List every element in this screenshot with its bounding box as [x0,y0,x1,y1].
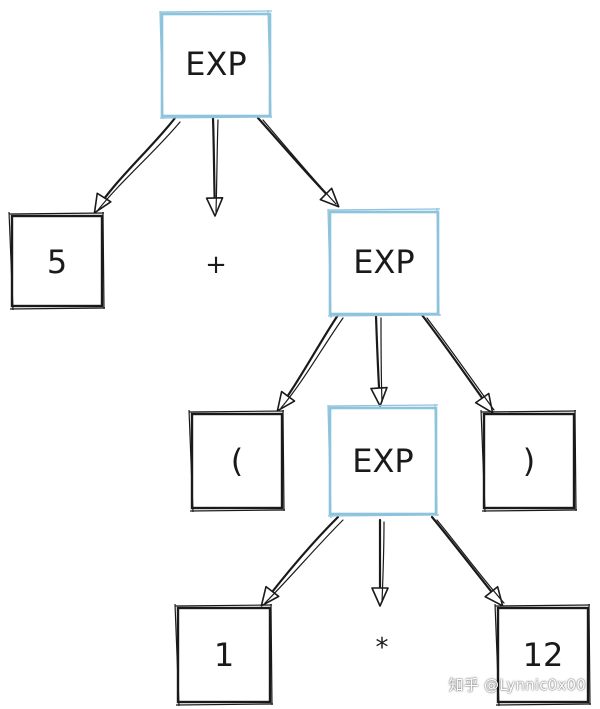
edge-mid-to-lparen [276,313,344,412]
times-symbol: * [376,633,389,663]
node-rparen: ) [480,409,578,513]
plus-symbol: + [205,250,227,280]
edges [93,116,505,607]
edge-mid-to-rparen [420,313,495,414]
node-5: 5 [8,211,106,311]
node-root-label: EXP [185,45,246,83]
node-12: 12 [494,603,592,707]
edge-root-to-5 [93,116,181,214]
edge-root-to-plus [205,116,224,217]
node-rparen-label: ) [523,442,535,480]
node-exp-mid: EXP [327,207,442,319]
edge-root-to-exp-mid [256,116,340,208]
node-lparen-label: ( [231,442,243,480]
node-root-exp: EXP [159,9,273,120]
node-exp-inner: EXP [327,403,440,519]
edge-mid-to-exp-inner [370,314,388,407]
edge-inner-to-1 [260,515,344,607]
node-5-label: 5 [47,243,67,281]
node-1: 1 [174,603,274,707]
node-exp-inner-label: EXP [352,442,413,480]
node-lparen: ( [188,409,286,513]
edge-inner-to-times [371,518,389,607]
edge-inner-to-12 [430,515,505,607]
node-1-label: 1 [214,636,234,674]
node-exp-mid-label: EXP [353,243,414,281]
watermark: 知乎 @Lynnic0x00 [448,676,586,694]
node-12-label: 12 [523,636,564,674]
